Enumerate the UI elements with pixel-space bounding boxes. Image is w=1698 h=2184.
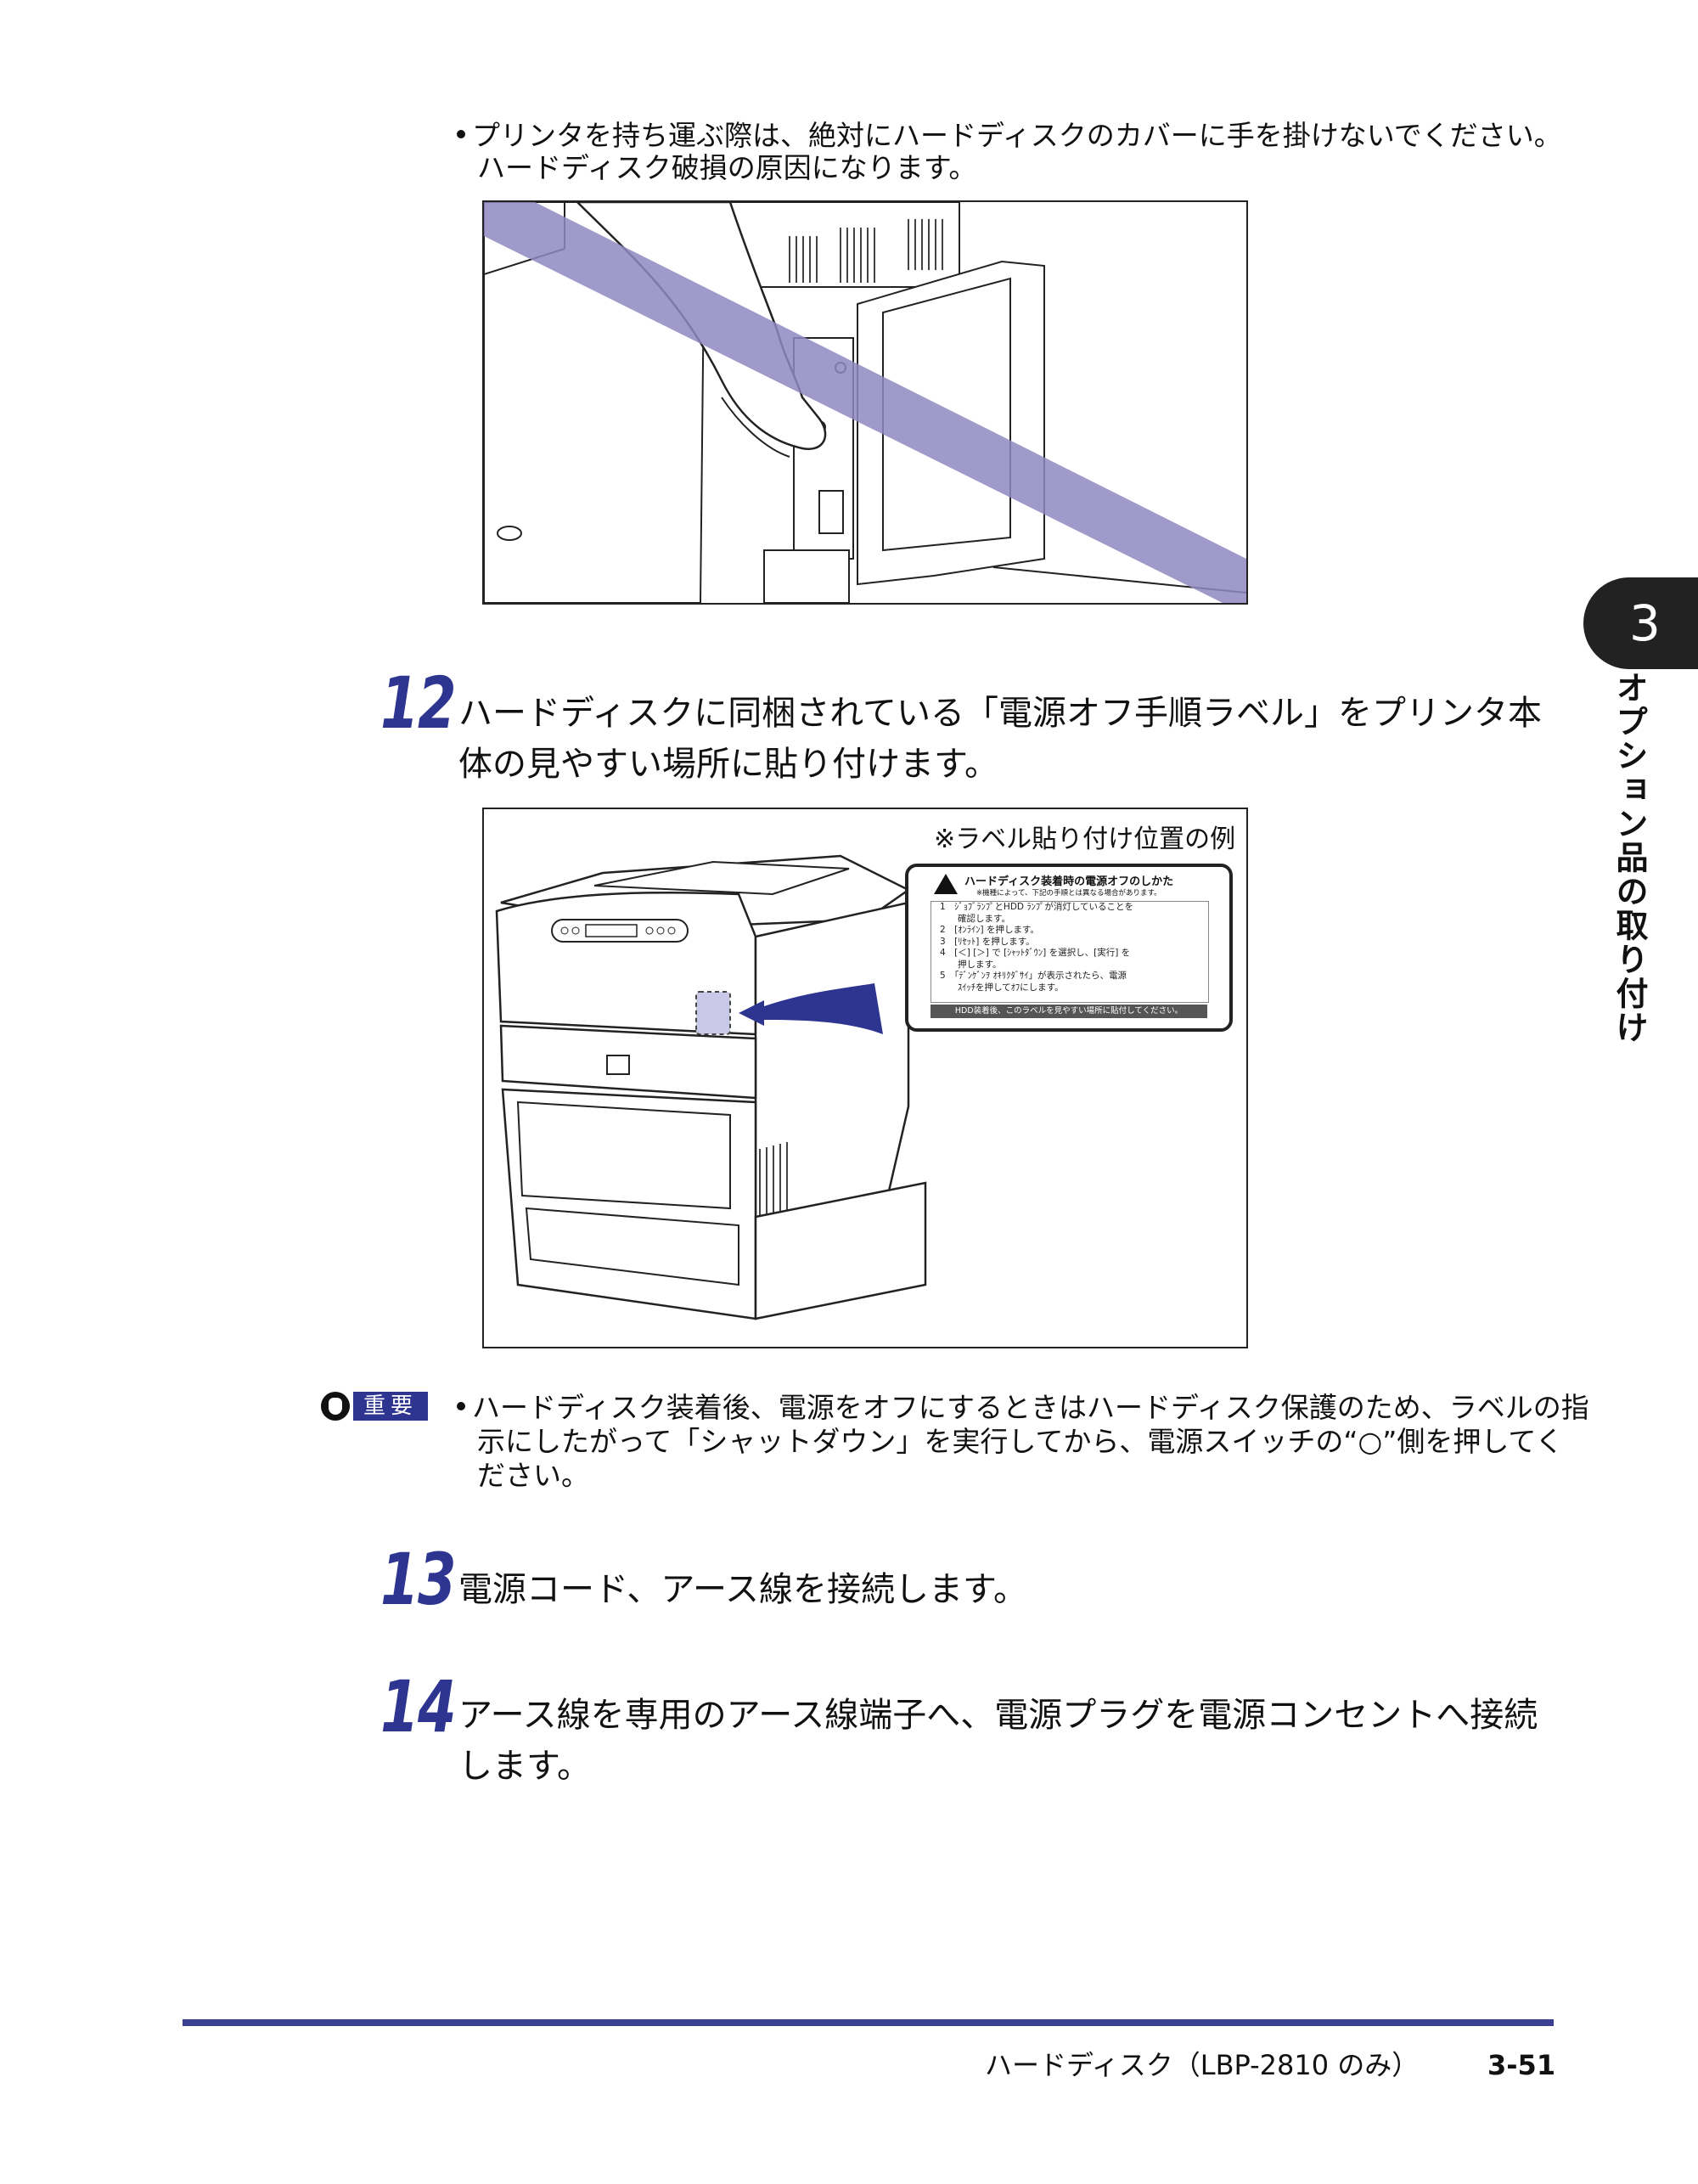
label-steps-box: 1 ｼﾞｮﾌﾞﾗﾝﾌﾟとHDD ﾗﾝﾌﾟが消灯していることを 確認します。 2 … bbox=[931, 901, 1209, 1003]
step-14-line1: アース線を専用のアース線端子へ、電源プラグを電源コンセントへ接続 bbox=[458, 1696, 1538, 1735]
chapter-number: 3 bbox=[1629, 594, 1661, 652]
warning-triangle-icon bbox=[934, 874, 958, 894]
hand-stop-icon bbox=[321, 1392, 350, 1421]
important-badge: 重要 bbox=[321, 1391, 429, 1421]
chapter-title: オプション品の取り付け bbox=[1611, 671, 1648, 1044]
figure-caption: ※ラベル貼り付け位置の例 bbox=[934, 825, 1236, 854]
warning-note-line1: プリンタを持ち運ぶ際は、絶対にハードディスクのカバーに手を掛けないでください。 bbox=[457, 119, 1562, 153]
prohibition-band bbox=[484, 202, 1246, 603]
arrow-icon bbox=[739, 983, 883, 1034]
step-12-number: 12 bbox=[380, 661, 457, 745]
important-line3: ださい。 bbox=[477, 1459, 589, 1492]
bullet-icon bbox=[457, 129, 465, 138]
label-placement-marker bbox=[695, 991, 731, 1035]
footer-rule bbox=[183, 2019, 1554, 2026]
figure-label-placement: ※ラベル貼り付け位置の例 bbox=[482, 808, 1248, 1348]
step-13-number: 13 bbox=[380, 1538, 457, 1621]
label-step-line: 2 [ｵﾝﾗｲﾝ] を押します。 bbox=[940, 925, 1039, 935]
step-12-line2: 体の見やすい場所に貼り付けます。 bbox=[458, 745, 998, 784]
printer-front-illustration bbox=[495, 854, 927, 1320]
printer-rear-illustration bbox=[484, 202, 1246, 603]
label-step-line: 確認します。 bbox=[940, 913, 1010, 924]
label-subtitle: ※機種によって、下記の手順とは異なる場合があります。 bbox=[976, 889, 1161, 898]
step-12-line1: ハードディスクに同梱されている「電源オフ手順ラベル」をプリンタ本 bbox=[458, 694, 1542, 733]
label-step-line: 4 [＜] [＞] で [ｼｬｯﾄﾀﾞｳﾝ] を選択し、[実行] を bbox=[940, 948, 1131, 958]
page-number: 3-51 bbox=[1487, 2049, 1556, 2081]
footer-title: ハードディスク（LBP-2810 のみ） bbox=[985, 2049, 1420, 2081]
important-line2: 示にしたがって「シャットダウン」を実行してから、電源スイッチの“○”側を押してく bbox=[477, 1425, 1564, 1458]
label-step-line: 3 [ﾘｾｯﾄ] を押します。 bbox=[940, 936, 1035, 947]
important-label: 重要 bbox=[353, 1392, 429, 1421]
label-step-line: 押します。 bbox=[940, 959, 1002, 970]
important-text-1: ハードディスク装着後、電源をオフにするときはハードディスク保護のため、ラベルの指 bbox=[472, 1391, 1589, 1424]
bullet-icon bbox=[457, 1401, 465, 1410]
label-step-line: ｽｲｯﾁを押してｵﾌにします。 bbox=[940, 982, 1064, 993]
chapter-tab: 3 bbox=[1583, 577, 1698, 669]
warning-note-line2: ハードディスク破損の原因になります。 bbox=[477, 151, 977, 184]
label-footer: HDD装着後、このラベルを見やすい場所に貼付してください。 bbox=[931, 1005, 1207, 1018]
label-title: ハードディスク装着時の電源オフのしかた bbox=[964, 875, 1174, 888]
label-step-line: 5 「ﾃﾞﾝｹﾞﾝｦ ｵｷﾘｸﾀﾞｻｲ」が表示されたら、電源 bbox=[940, 971, 1127, 981]
step-14-line2: します。 bbox=[458, 1747, 591, 1786]
label-step-line: 1 ｼﾞｮﾌﾞﾗﾝﾌﾟとHDD ﾗﾝﾌﾟが消灯していることを bbox=[940, 902, 1134, 912]
important-line1: ハードディスク装着後、電源をオフにするときはハードディスク保護のため、ラベルの指 bbox=[457, 1391, 1589, 1425]
power-off-label: ハードディスク装着時の電源オフのしかた ※機種によって、下記の手順とは異なる場合… bbox=[905, 864, 1233, 1032]
figure-hdd-handling-prohibited bbox=[482, 200, 1248, 605]
step-13-line1: 電源コード、アース線を接続します。 bbox=[458, 1570, 1027, 1609]
step-14-number: 14 bbox=[380, 1665, 457, 1748]
warning-note-text-1: プリンタを持ち運ぶ際は、絶対にハードディスクのカバーに手を掛けないでください。 bbox=[472, 119, 1562, 152]
